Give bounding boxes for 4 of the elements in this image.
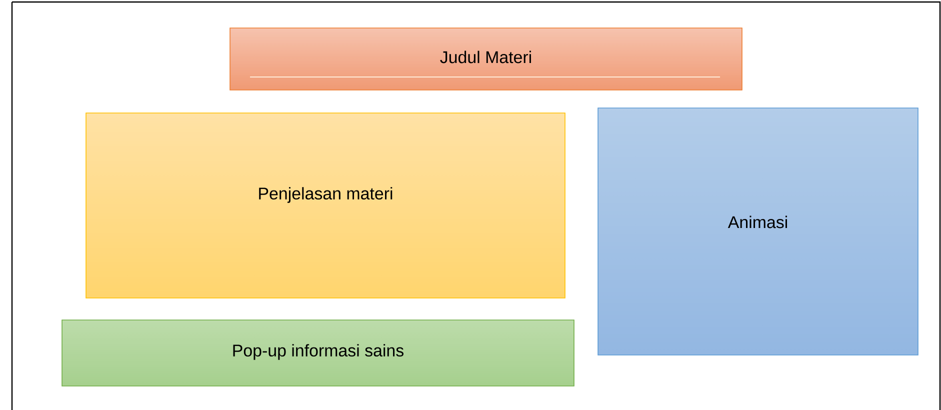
content-box: Pop-up informasi sains: [62, 320, 574, 386]
content-box: Judul Materi: [230, 28, 742, 90]
content-box: Penjelasan materi: [86, 112, 566, 298]
content-box: Animasi: [598, 108, 918, 356]
